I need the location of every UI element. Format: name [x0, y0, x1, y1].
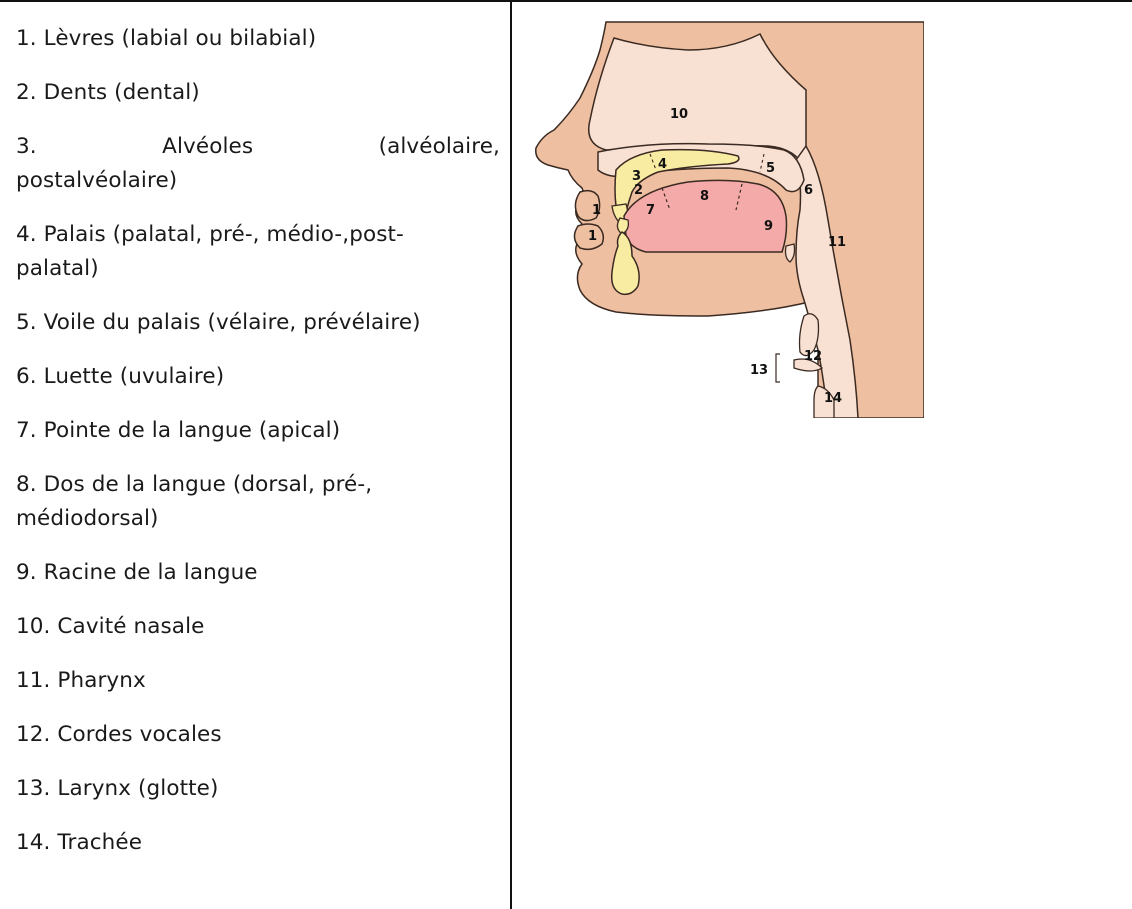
list-item-4: 4. Palais (palatal, pré-, médio-,post- p…	[16, 218, 500, 286]
list-item-8-line1: 8. Dos de la langue (dorsal, pré-,	[16, 468, 500, 502]
list-item-6: 6. Luette (uvulaire)	[16, 360, 500, 394]
table-column-divider	[510, 0, 512, 909]
list-item-3-term: Alvéoles	[162, 130, 253, 164]
label-9: 9	[764, 219, 773, 234]
label-11: 11	[828, 235, 846, 250]
label-8: 8	[700, 189, 709, 204]
label-5: 5	[766, 161, 775, 176]
list-item-13: 13. Larynx (glotte)	[16, 772, 500, 806]
list-item-10: 10. Cavité nasale	[16, 610, 500, 644]
list-item-8: 8. Dos de la langue (dorsal, pré-, médio…	[16, 468, 500, 536]
list-item-11: 11. Pharynx	[16, 664, 500, 698]
label-1-lower: 1	[588, 229, 597, 244]
list-item-3-gloss: (alvéolaire,	[379, 130, 500, 164]
label-14: 14	[824, 391, 842, 406]
label-3: 3	[632, 169, 641, 184]
articulator-list: 1. Lèvres (labial ou bilabial) 2. Dents …	[16, 22, 500, 880]
list-item-5: 5. Voile du palais (vélaire, prévélaire)	[16, 306, 500, 340]
label-12: 12	[804, 349, 822, 364]
label-7: 7	[646, 203, 655, 218]
label-13: 13	[750, 363, 768, 378]
list-item-4-line1: 4. Palais (palatal, pré-, médio-,post-	[16, 218, 500, 252]
list-item-3-number: 3.	[16, 130, 37, 164]
label-4: 4	[658, 157, 667, 172]
label-1-upper: 1	[592, 203, 601, 218]
list-item-1: 1. Lèvres (labial ou bilabial)	[16, 22, 500, 56]
list-item-14: 14. Trachée	[16, 826, 500, 860]
list-item-3-continuation: postalvéolaire)	[16, 164, 500, 198]
table-top-border	[0, 0, 1132, 2]
list-item-12: 12. Cordes vocales	[16, 718, 500, 752]
vocal-tract-svg: 10 4 5 3 6 8 1 2 7 9 1 11 12 13 14	[528, 20, 924, 418]
label-10: 10	[670, 107, 688, 122]
list-item-3: 3. Alvéoles (alvéolaire, postalvéolaire)	[16, 130, 500, 198]
label-6: 6	[804, 183, 813, 198]
list-item-2: 2. Dents (dental)	[16, 76, 500, 110]
list-item-4-line2: palatal)	[16, 252, 500, 286]
list-item-9: 9. Racine de la langue	[16, 556, 500, 590]
larynx-bracket	[776, 354, 780, 382]
list-item-8-line2: médiodorsal)	[16, 502, 500, 536]
vocal-tract-diagram: 10 4 5 3 6 8 1 2 7 9 1 11 12 13 14	[528, 20, 924, 418]
label-2: 2	[634, 183, 643, 198]
list-item-7: 7. Pointe de la langue (apical)	[16, 414, 500, 448]
